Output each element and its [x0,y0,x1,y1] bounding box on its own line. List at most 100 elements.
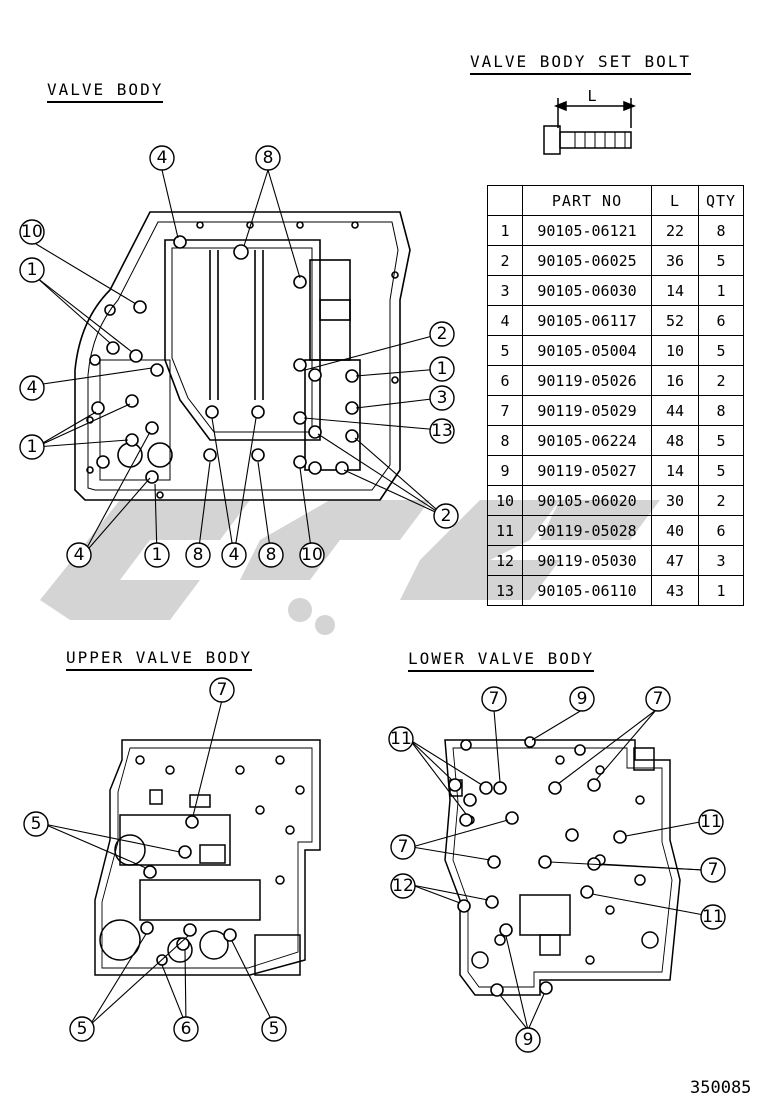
callout-2: 2 [429,321,455,347]
callout-7: 7 [645,686,671,712]
cell-part-no: 90105-06117 [522,305,652,336]
callout-8: 8 [255,145,281,171]
svg-text:4: 4 [157,148,168,168]
callout-4: 4 [19,375,45,401]
cell-index: 1 [487,215,523,246]
callout-5: 5 [23,811,49,837]
valve-body-leaders [35,169,445,556]
callout-1: 1 [19,434,45,460]
callout-1: 1 [144,542,170,568]
cell-part-no: 90119-05026 [522,365,652,396]
callout-7: 7 [700,857,726,883]
valve-body-callouts: 4 8 10 1 4 1 4 1 8 4 8 10 2 1 3 13 2 [19,145,459,568]
lower-valve-body-heading: LOWER VALVE BODY [408,649,595,672]
callout-6: 6 [173,1016,199,1042]
callout-5: 5 [69,1016,95,1042]
cell-qty: 6 [698,515,744,546]
cell-part-no: 90105-06020 [522,485,652,516]
cell-qty: 8 [698,215,744,246]
cell-qty: 1 [698,575,744,606]
cell-part-no: 90119-05029 [522,395,652,426]
col-header-qty: QTY [698,185,744,216]
svg-text:7: 7 [489,689,500,709]
svg-text:3: 3 [437,388,448,408]
svg-text:11: 11 [390,729,412,749]
upper-valve-body-drawing [94,739,321,976]
callout-13: 13 [429,418,455,444]
svg-text:9: 9 [523,1030,534,1050]
cell-qty: 3 [698,545,744,576]
svg-text:4: 4 [27,378,38,398]
upper-valve-body-bolts [140,815,237,966]
callout-4: 4 [221,542,247,568]
col-header-length: L [651,185,699,216]
table-header-row: PART NO L QTY [487,185,744,216]
upper-leaders [43,699,275,1026]
svg-text:6: 6 [181,1019,192,1039]
cell-index: 10 [487,485,523,516]
cell-length: 14 [651,275,699,306]
cell-part-no: 90119-05028 [522,515,652,546]
cell-index: 12 [487,545,523,576]
cell-qty: 5 [698,245,744,276]
callout-8: 8 [185,542,211,568]
cell-part-no: 90105-06110 [522,575,652,606]
cell-qty: 5 [698,455,744,486]
callout-7: 7 [481,686,507,712]
callout-4: 4 [66,542,92,568]
callout-11: 11 [388,726,414,752]
col-header-index [487,185,523,216]
callout-4: 4 [149,145,175,171]
cell-length: 40 [651,515,699,546]
cell-index: 5 [487,335,523,366]
cell-qty: 2 [698,365,744,396]
catalog-number: 350085 [690,1078,752,1098]
cell-length: 30 [651,485,699,516]
svg-text:5: 5 [269,1019,280,1039]
svg-text:8: 8 [263,148,274,168]
svg-text:2: 2 [441,506,452,526]
lower-callouts: 7 9 7 11 11 7 7 12 11 9 [388,686,726,1053]
svg-text:4: 4 [74,545,85,565]
cell-length: 36 [651,245,699,276]
upper-valve-body-heading: UPPER VALVE BODY [66,648,253,671]
svg-text:7: 7 [708,860,719,880]
svg-text:13: 13 [431,421,453,441]
cell-index: 13 [487,575,523,606]
svg-text:1: 1 [437,359,448,379]
callout-3: 3 [429,385,455,411]
cell-qty: 5 [698,425,744,456]
cell-index: 7 [487,395,523,426]
svg-text:10: 10 [21,222,43,242]
callout-7: 7 [209,677,235,703]
cell-length: 52 [651,305,699,336]
callout-9: 9 [569,686,595,712]
callout-2: 2 [433,503,459,529]
svg-text:1: 1 [152,545,163,565]
cell-index: 3 [487,275,523,306]
callout-10: 10 [299,542,325,568]
svg-text:11: 11 [702,907,724,927]
cell-part-no: 90105-06121 [522,215,652,246]
svg-text:5: 5 [77,1019,88,1039]
cell-part-no: 90119-05027 [522,455,652,486]
svg-text:11: 11 [700,812,722,832]
svg-text:4: 4 [229,545,240,565]
dimension-label: L [587,87,596,105]
cell-part-no: 90105-06030 [522,275,652,306]
cell-qty: 5 [698,335,744,366]
svg-text:1: 1 [27,260,38,280]
set-bolt-heading: VALVE BODY SET BOLT [470,52,692,75]
cell-part-no: 90105-06025 [522,245,652,276]
cell-index: 11 [487,515,523,546]
callout-5: 5 [261,1016,287,1042]
